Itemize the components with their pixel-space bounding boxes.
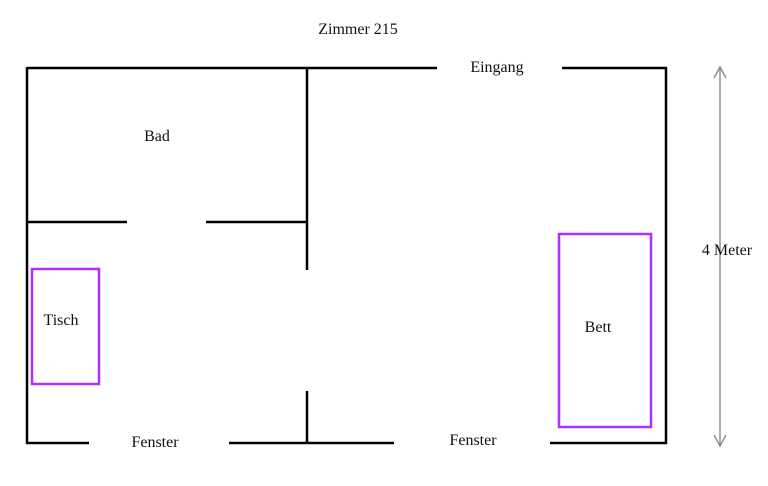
arrow-head-up — [713, 65, 727, 79]
table-label: Tisch — [43, 312, 79, 329]
dimension-label: 4 Meter — [701, 242, 753, 259]
arrow-head-down — [713, 434, 727, 448]
window-right-label: Fenster — [449, 432, 497, 449]
walls — [25, 66, 668, 445]
dimension-arrow — [713, 65, 727, 448]
window-left-label: Fenster — [131, 434, 179, 451]
table-rect — [30, 267, 101, 386]
bed-rect — [557, 232, 653, 429]
diagram-title: Zimmer 215 — [318, 21, 398, 38]
entrance-label: Eingang — [470, 59, 524, 76]
bathroom-label: Bad — [144, 128, 170, 145]
bed-label: Bett — [584, 319, 612, 336]
